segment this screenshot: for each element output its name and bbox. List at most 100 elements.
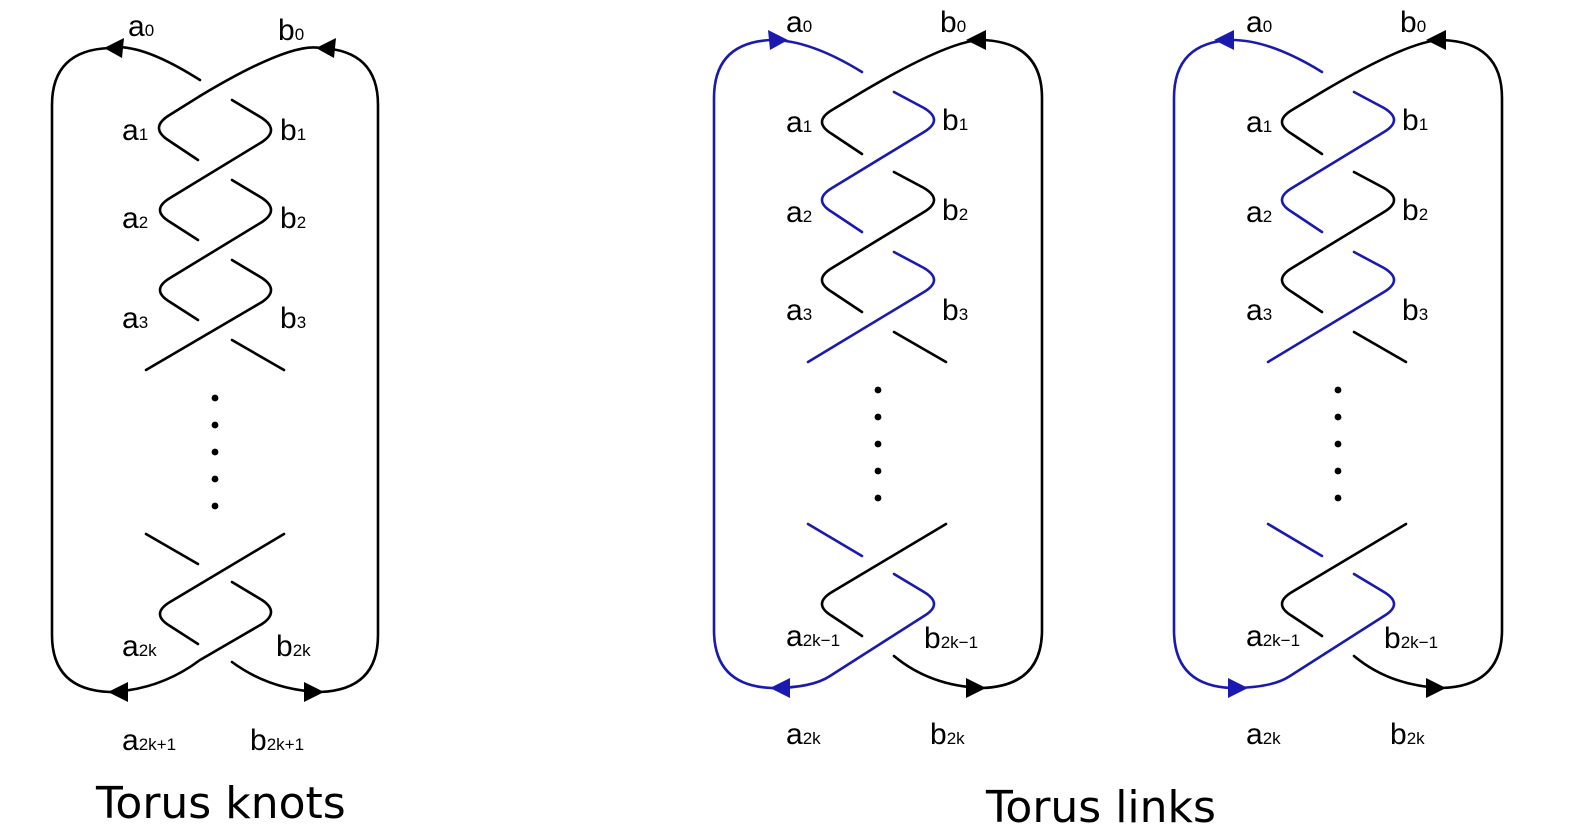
link2-label-b2km1: b2k−1	[1384, 622, 1438, 655]
link1-label-b1: b1	[942, 104, 968, 137]
knot-strand-a	[157, 114, 200, 162]
knot-dot	[211, 475, 219, 483]
link1-dot	[874, 386, 882, 394]
link2-black-strand-top	[1280, 38, 1444, 156]
knot-strand-c	[158, 178, 273, 322]
link1-black-strand-1	[820, 170, 936, 314]
knot-dot	[211, 502, 219, 510]
knot-label-b0: b0	[278, 14, 304, 47]
knot-label-a2: a2	[122, 202, 148, 235]
link1-arrow-bottom-left-icon	[770, 678, 790, 698]
link2-dot	[1334, 494, 1342, 502]
link2-arrow-top-right-icon	[1426, 30, 1446, 50]
link1-black-outer-loop	[980, 38, 1044, 690]
link1-blue-strand-4	[770, 572, 936, 690]
knot-label-a2k1: a2k+1	[122, 724, 176, 757]
link1-arrows	[768, 30, 986, 698]
link1-black-strand-top	[820, 38, 984, 156]
link2-blue-outer-loop	[1172, 38, 1234, 690]
link1-blue-outer-loop	[712, 38, 774, 690]
link2-label-a2km1: a2k−1	[1246, 620, 1300, 653]
knot-strand-g	[158, 532, 286, 646]
link2-label-a0: a0	[1246, 6, 1272, 39]
link1-label-b3: b3	[942, 294, 968, 327]
knot-arrow-bottom-left-icon	[108, 682, 128, 702]
link1-ellipsis-dots	[874, 386, 882, 502]
knot-strand-h	[108, 580, 273, 694]
knot-dot	[211, 421, 219, 429]
link2-arrows	[1214, 30, 1446, 698]
knot-labels: a0 b0 a1 b1 a2 b2 a3 b3 a2k b2k a2k+1 b2…	[122, 10, 311, 757]
link2-dot	[1334, 386, 1342, 394]
knot-outer-left-loop	[50, 46, 112, 694]
knot-label-b3: b3	[280, 302, 306, 335]
link1-black-strand-2	[892, 330, 948, 364]
knot-dot	[211, 448, 219, 456]
title-torus-links: Torus links	[985, 782, 1216, 833]
knot-label-a0: a0	[128, 10, 154, 43]
link2-blue-strand-3	[1266, 522, 1324, 558]
knot-label-a2k: a2k	[122, 630, 157, 663]
knot-arrows	[104, 38, 336, 702]
knot-label-b2k: b2k	[276, 630, 311, 663]
link1-dot	[874, 467, 882, 475]
link1-label-b2: b2	[942, 194, 968, 227]
link2-blue-strand-top	[1230, 38, 1324, 74]
link2-blue-strand-1	[1280, 90, 1396, 234]
knot-top-left-strand	[108, 45, 202, 82]
link2-label-b2k: b2k	[1390, 718, 1425, 751]
link1-black-strand-3	[820, 522, 948, 638]
knot-label-b2: b2	[280, 202, 306, 235]
link1-blue-strand-2	[806, 250, 936, 364]
link1-label-a3: a3	[786, 294, 812, 327]
link1-label-a2k: a2k	[786, 718, 821, 751]
link1-label-a2km1: a2k−1	[786, 620, 840, 653]
torus-link-diagram-2	[1172, 38, 1504, 690]
knot-strand-d	[144, 258, 273, 372]
link1-label-a2: a2	[786, 196, 812, 229]
knot-label-a1: a1	[122, 114, 148, 147]
torus-link-diagram-1	[712, 38, 1044, 690]
link2-label-b1: b1	[1402, 104, 1428, 137]
link2-black-strand-1	[1280, 170, 1396, 314]
link2-label-a2k: a2k	[1246, 718, 1281, 751]
link1-arrow-top-left-icon	[768, 30, 788, 50]
link2-labels: a0 b0 a1 b1 a2 b2 a3 b3 a2k−1 b2k−1 a2k …	[1246, 6, 1438, 751]
link2-black-strand-3	[1280, 522, 1408, 638]
torus-knot-diagram	[50, 45, 380, 694]
knot-label-a3: a3	[122, 302, 148, 335]
link1-blue-strand-top	[770, 38, 864, 74]
link2-dot	[1334, 440, 1342, 448]
link1-label-a1: a1	[786, 106, 812, 139]
link2-arrow-bottom-left-icon	[1228, 678, 1248, 698]
knot-ellipsis-dots	[211, 394, 219, 510]
knot-label-b1: b1	[280, 114, 306, 147]
link2-label-a2: a2	[1246, 196, 1272, 229]
link2-label-b2: b2	[1402, 194, 1428, 227]
link2-black-strand-2	[1352, 330, 1408, 364]
link1-arrow-top-right-icon	[966, 30, 986, 50]
link2-arrow-bottom-right-icon	[1426, 678, 1446, 698]
link1-label-b2km1: b2k−1	[924, 622, 978, 655]
link1-dot	[874, 413, 882, 421]
link1-blue-strand-3	[806, 522, 864, 558]
link2-ellipsis-dots	[1334, 386, 1342, 502]
link2-label-b3: b3	[1402, 294, 1428, 327]
knot-strand-f	[144, 532, 200, 566]
knot-top-right-strand	[166, 46, 322, 118]
knot-label-b2k1: b2k+1	[250, 724, 304, 757]
link2-black-outer-loop	[1440, 38, 1504, 690]
title-torus-knots: Torus knots	[95, 778, 346, 829]
link2-blue-strand-2	[1266, 250, 1396, 364]
link1-label-a0: a0	[786, 6, 812, 39]
link1-blue-strand-1	[820, 90, 936, 234]
link1-labels: a0 b0 a1 b1 a2 b2 a3 b3 a2k−1 b2k−1 a2k …	[786, 6, 978, 751]
knot-arrow-top-right-icon	[316, 38, 336, 58]
link2-dot	[1334, 467, 1342, 475]
link1-label-b2k: b2k	[930, 718, 965, 751]
link2-label-b0: b0	[1400, 6, 1426, 39]
knot-arrow-bottom-right-icon	[304, 682, 324, 702]
link2-label-a1: a1	[1246, 106, 1272, 139]
